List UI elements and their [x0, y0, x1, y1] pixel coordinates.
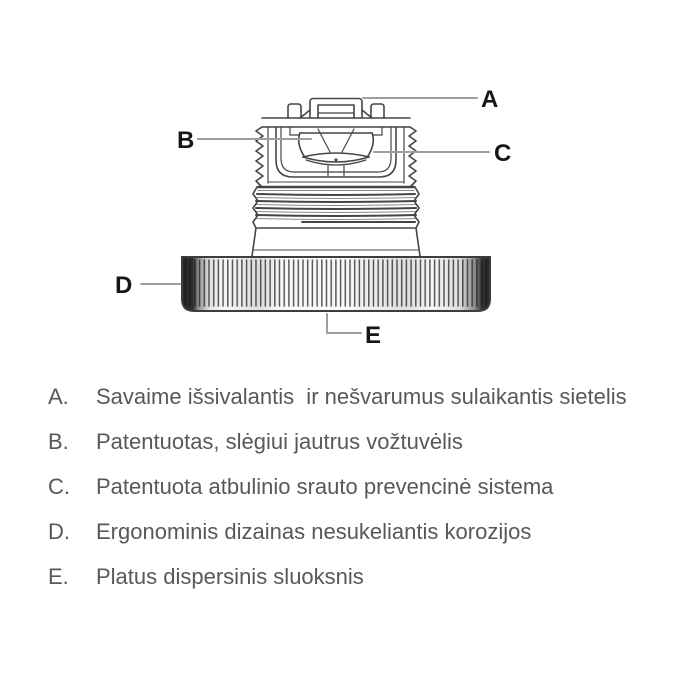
device-body [251, 97, 421, 257]
callout-letter-c: C [494, 140, 511, 167]
legend-item-b: B. Patentuotas, slėgiui jautrus vožtuvėl… [48, 428, 678, 473]
legend-item-c: C. Patentuota atbulinio srauto prevencin… [48, 473, 678, 518]
legend-text-e: Platus dispersinis sluoksnis [96, 564, 364, 589]
legend-text-d: Ergonominis dizainas nesukeliantis koroz… [96, 519, 532, 544]
legend-text-a: Savaime išsivalantis ir nešvarumus sulai… [96, 384, 627, 409]
cap-sides [255, 126, 417, 188]
cap-top [261, 103, 411, 128]
callout-letter-a: A [481, 86, 498, 113]
legend-letter-e: E. [48, 564, 69, 589]
knurled-base [181, 256, 491, 312]
callout-letters: A B C D E [115, 86, 511, 349]
legend-letter-d: D. [48, 519, 70, 544]
legend-item-a: A. Savaime išsivalantis ir nešvarumus su… [48, 383, 678, 428]
legend-letter-a: A. [48, 384, 69, 409]
legend-text-c: Patentuota atbulinio srauto prevencinė s… [96, 474, 554, 499]
leader-line-e [326, 313, 362, 334]
legend: A. Savaime išsivalantis ir nešvarumus su… [48, 383, 678, 608]
collar [251, 227, 421, 257]
device-diagram: A B C D E [115, 86, 511, 349]
legend-item-e: E. Platus dispersinis sluoksnis [48, 563, 678, 608]
callout-letter-d: D [115, 272, 132, 299]
valve-channel [275, 126, 397, 178]
callout-letter-b: B [177, 127, 194, 154]
callout-letter-e: E [365, 322, 381, 349]
strainer-nub [299, 97, 373, 119]
threaded-neck [252, 181, 420, 229]
poppet-valve [289, 126, 383, 178]
legend-letter-c: C. [48, 474, 70, 499]
legend-item-d: D. Ergonominis dizainas nesukeliantis ko… [48, 518, 678, 563]
leader-lines [140, 97, 490, 334]
legend-letter-b: B. [48, 429, 69, 454]
legend-text-b: Patentuotas, slėgiui jautrus vožtuvėlis [96, 429, 463, 454]
